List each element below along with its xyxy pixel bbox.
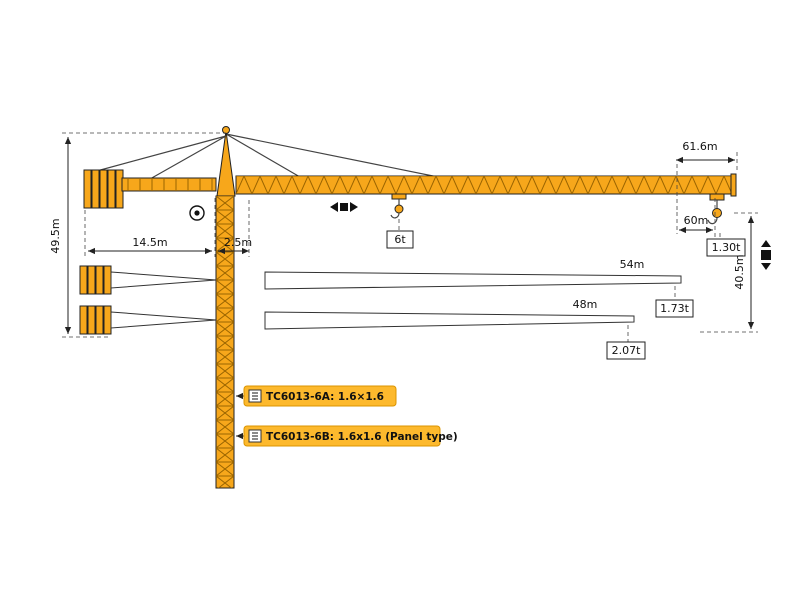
jib-tip [730,173,737,197]
dim-jib-length-label: 61.6m [682,140,717,153]
counter-jib [121,177,217,192]
mast-section-b-label: TC6013-6B: 1.6x1.6 (Panel type) [266,431,458,443]
dim-jib-length: 61.6m [676,140,738,210]
dim-counter-jib: 14.5m [84,198,216,257]
mast-section-a-box [243,385,397,407]
mid-load-label: 6t [394,233,406,246]
jib [235,173,737,197]
tower-mast [215,195,235,489]
crane [79,126,737,489]
dim-counter-jib-label: 14.5m [132,236,167,249]
slewing-mark-icon [189,205,205,221]
tip-load-54m-box [655,299,694,318]
dim-total-height-label: 49.5m [49,218,62,253]
ballast-stack-lower [79,305,217,335]
trolley-travel-icon [330,202,358,212]
tip-load-61m-label: 1.30t [712,241,741,254]
mast-section-a: TC6013-6A: 1.6×1.6 [236,385,397,407]
dim-right-height-label: 40.5m [733,254,746,289]
mid-load: 6t [386,219,414,249]
tip-load-48m-box [606,341,646,360]
jib-variant-48m: 48m 2.07t [264,298,646,360]
tip-load-48m-label: 2.07t [612,344,641,357]
hook-travel-icon [761,240,771,270]
dim-rear-offset-label: 2.5m [224,236,252,249]
mast-section-b-box [243,425,441,447]
dim-max-radius: 60m [676,198,716,237]
trolley-hook-mid [390,193,407,219]
jib-variant-54m-label: 54m [620,258,645,271]
ballast-stack-upper [79,265,217,295]
jib-variant-48m-label: 48m [573,298,598,311]
tip-load-61m: 1.30t [706,233,746,257]
mid-load-box [386,230,414,249]
mast-section-a-label: TC6013-6A: 1.6×1.6 [266,391,384,403]
hook-icon [707,217,718,225]
tip-load-54m-label: 1.73t [660,302,689,315]
dim-right-height: 40.5m [700,212,758,333]
dim-total-height: 49.5m [49,132,226,338]
hook-icon [390,212,400,219]
tie-bar [110,311,217,329]
apex-pulley-icon [222,126,230,134]
jib-variant-54m: 54m 1.73t [264,258,694,318]
dim-rear-offset: 2.5m [218,200,252,257]
tie-bar [110,271,217,289]
counterweight-block [83,169,124,209]
tip-load-61m-box [706,238,746,257]
mast-section-b: TC6013-6B: 1.6x1.6 (Panel type) [236,425,458,447]
dim-max-radius-label: 60m [684,214,709,227]
cat-head [216,126,236,197]
pendant-lines [92,133,439,180]
